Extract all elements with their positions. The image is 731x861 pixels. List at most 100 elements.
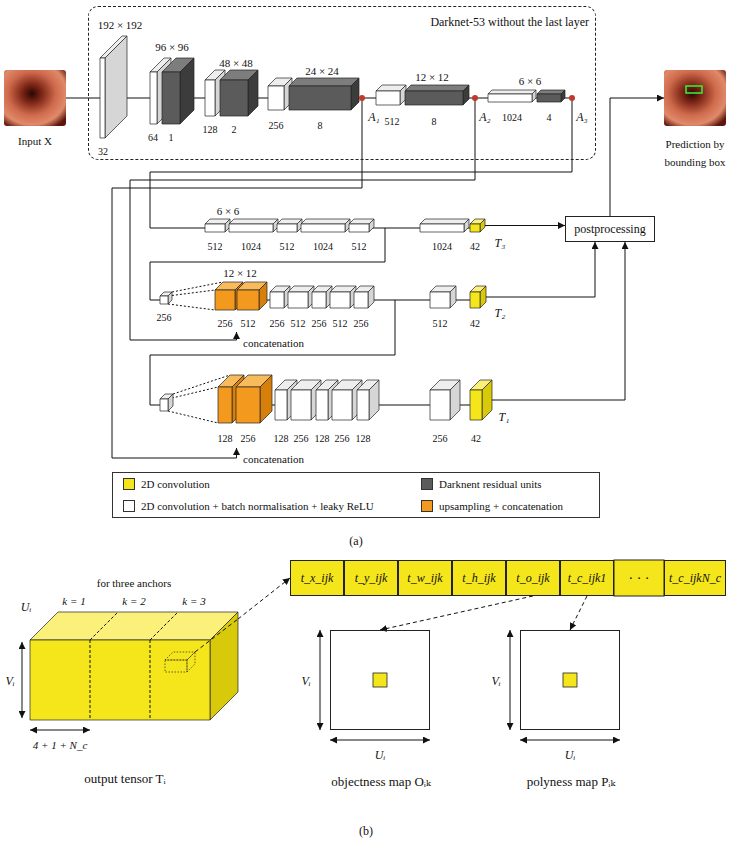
dimension-label: Vᵢ (491, 674, 500, 688)
dimension-label: 1024 (313, 241, 333, 252)
dimension-label: 1 (169, 132, 174, 143)
tensor-name: T₁ (499, 410, 510, 424)
label-slot: concatenation (243, 449, 304, 467)
block-side (260, 375, 272, 423)
dimension-arrow (520, 740, 620, 741)
block-side (450, 380, 460, 420)
layer-block (537, 90, 565, 102)
label-slot: 256 (218, 313, 233, 331)
label-slot: k = 3 (182, 591, 205, 609)
dimension-label: 4 + 1 + N_c (33, 739, 88, 751)
anchor-divider (150, 612, 178, 640)
block-front (332, 390, 352, 420)
dimension-label: (b) (359, 824, 373, 838)
dimension-label: 256 (433, 433, 448, 444)
dimension-label: 64 (148, 132, 158, 143)
label-slot: 512 (352, 236, 367, 254)
layer-block (357, 380, 379, 420)
label-slot: 256 (433, 428, 448, 446)
legend-box: 2D convolutionDarknent residual units2D … (112, 472, 600, 518)
connector (492, 242, 625, 400)
output-conv: 42T₂ (470, 286, 486, 308)
label-slot: 256 (354, 313, 369, 331)
prediction-image: Prediction by bounding box (664, 70, 726, 126)
tap-point (569, 95, 575, 101)
text-slot: Darknet-53 without the last layer (430, 12, 589, 30)
legend-swatch (123, 478, 135, 490)
layer-block (405, 85, 469, 105)
block-front (537, 94, 561, 102)
dimension-label: 256 (354, 318, 369, 329)
block-front (205, 80, 215, 116)
dimension-arrow (330, 740, 430, 741)
text-slot: Prediction by bounding box (662, 134, 728, 169)
block-front (376, 91, 400, 105)
layer-block (470, 380, 492, 420)
text-slot: t_o_ijk (507, 561, 559, 595)
label-slot: (b) (359, 821, 373, 839)
dimension-label: 32 (98, 146, 108, 157)
layer-block (312, 286, 332, 308)
block-front (229, 224, 273, 232)
dimension-label: 512 (352, 241, 367, 252)
tensor-cell: t_c_ijkN_c (664, 560, 726, 596)
dimension-label: 512 (208, 241, 223, 252)
label-slot: 4 (547, 107, 552, 125)
tensor-cell: t_c_ijk1 (560, 560, 614, 596)
text-slot: 42 (471, 428, 481, 446)
layer-block (301, 219, 350, 232)
connector (610, 98, 664, 216)
upsample-guide (168, 290, 215, 296)
label-slot: 32 (98, 141, 108, 159)
block-top (289, 78, 359, 86)
block-front (430, 390, 450, 420)
map-cell (563, 673, 577, 687)
label-slot: concatenation (243, 333, 304, 351)
dimension-label: for three anchors (97, 577, 172, 589)
connector (485, 225, 565, 226)
block-front (218, 387, 232, 423)
process-label: postprocessing (574, 222, 645, 237)
block-side (369, 219, 374, 232)
tap-point (472, 95, 478, 101)
dimension-label: 128 (203, 124, 218, 135)
dimension-label: 128 (218, 433, 233, 444)
anchor-divider (90, 640, 91, 720)
text-slot: output tensor Tᵢ (84, 769, 165, 787)
dimension-label: (a) (349, 534, 362, 548)
block-side (351, 78, 359, 110)
dimension-label: 192 × 192 (98, 19, 143, 31)
label-slot: 6 × 6 (217, 201, 240, 219)
dimension-label: 1024 (241, 241, 261, 252)
block-side (248, 70, 258, 116)
label-slot: 6 × 6 (519, 71, 542, 89)
map-cell (373, 673, 387, 687)
branch-wire (150, 300, 395, 405)
block-front (291, 390, 311, 420)
layer-block (288, 286, 314, 308)
block-side (168, 394, 173, 411)
label-slot: 256 (157, 307, 172, 325)
polyness-map: polyness map Pᵢₖ (520, 630, 620, 730)
label-slot: Vᵢ (5, 671, 14, 689)
legend-swatch (123, 500, 135, 512)
anchor-divider (90, 612, 118, 640)
block-front (470, 224, 480, 232)
dimension-label: 256 (270, 318, 285, 329)
layer-block (165, 652, 195, 672)
label-slot: 512 (433, 313, 448, 331)
block-side (210, 612, 238, 720)
tensor-cell: t_w_ijk (398, 560, 452, 596)
block-front (430, 292, 450, 308)
legend-item: 2D convolution (123, 478, 210, 490)
layer-block (268, 78, 292, 110)
label-slot: A₂ (479, 107, 491, 125)
block-front (289, 86, 351, 110)
dimension-label: 128 (315, 433, 330, 444)
layer-block (354, 286, 374, 308)
label-slot: 8 (432, 111, 437, 129)
process-box: postprocessing (565, 216, 655, 242)
dimension-label: 8 (318, 120, 323, 131)
